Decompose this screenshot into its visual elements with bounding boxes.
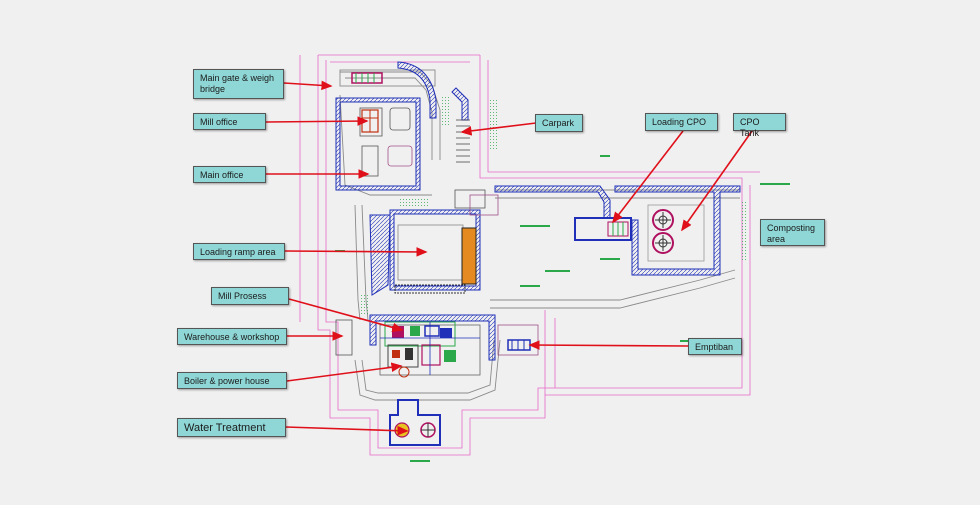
arrow-carpark bbox=[460, 122, 537, 136]
label-main-office: Main office bbox=[193, 166, 266, 183]
label-cpo-tank: CPO Tank bbox=[733, 113, 786, 138]
label-mill-office: Mill office bbox=[193, 113, 266, 130]
loading-ramp-gallery bbox=[394, 284, 466, 294]
gate-building bbox=[351, 72, 383, 84]
label-mill-prosess: Mill Prosess bbox=[211, 287, 289, 305]
label-loading-ramp: Loading ramp area bbox=[193, 243, 285, 260]
arrow-cpo-tank bbox=[681, 130, 753, 232]
label-loading-cpo: Loading CPO bbox=[645, 113, 718, 131]
label-main-gate: Main gate & weigh bridge bbox=[193, 69, 284, 99]
arrow-main-gate bbox=[283, 80, 333, 91]
label-composting: Composting area bbox=[760, 219, 825, 246]
arrow-emptiban bbox=[528, 340, 689, 350]
label-boiler: Boiler & power house bbox=[177, 372, 287, 389]
site-buildings bbox=[335, 107, 705, 376]
arrow-boiler bbox=[286, 362, 403, 382]
arrow-mill-prosess bbox=[288, 298, 404, 333]
mill-process-plant bbox=[380, 321, 480, 378]
green-areas bbox=[360, 96, 746, 315]
emptiban-structure bbox=[507, 339, 531, 351]
arrow-mill-office bbox=[265, 116, 369, 126]
cpo-tanks bbox=[652, 209, 674, 254]
arrow-loading-ramp bbox=[284, 247, 428, 257]
water-treatment-plant bbox=[394, 422, 436, 438]
label-emptiban: Emptiban bbox=[688, 338, 742, 355]
label-carpark: Carpark bbox=[535, 114, 583, 132]
loading-ramp-bay bbox=[461, 227, 477, 285]
label-water-treatment: Water Treatment bbox=[177, 418, 286, 437]
loading-cpo-station bbox=[607, 221, 629, 237]
arrow-water-treatment bbox=[285, 425, 409, 436]
callout-arrows bbox=[265, 80, 753, 436]
label-warehouse: Warehouse & workshop bbox=[177, 328, 287, 345]
carpark-bays bbox=[456, 119, 470, 163]
perimeter-walls bbox=[335, 61, 741, 446]
arrow-loading-cpo bbox=[612, 130, 684, 224]
